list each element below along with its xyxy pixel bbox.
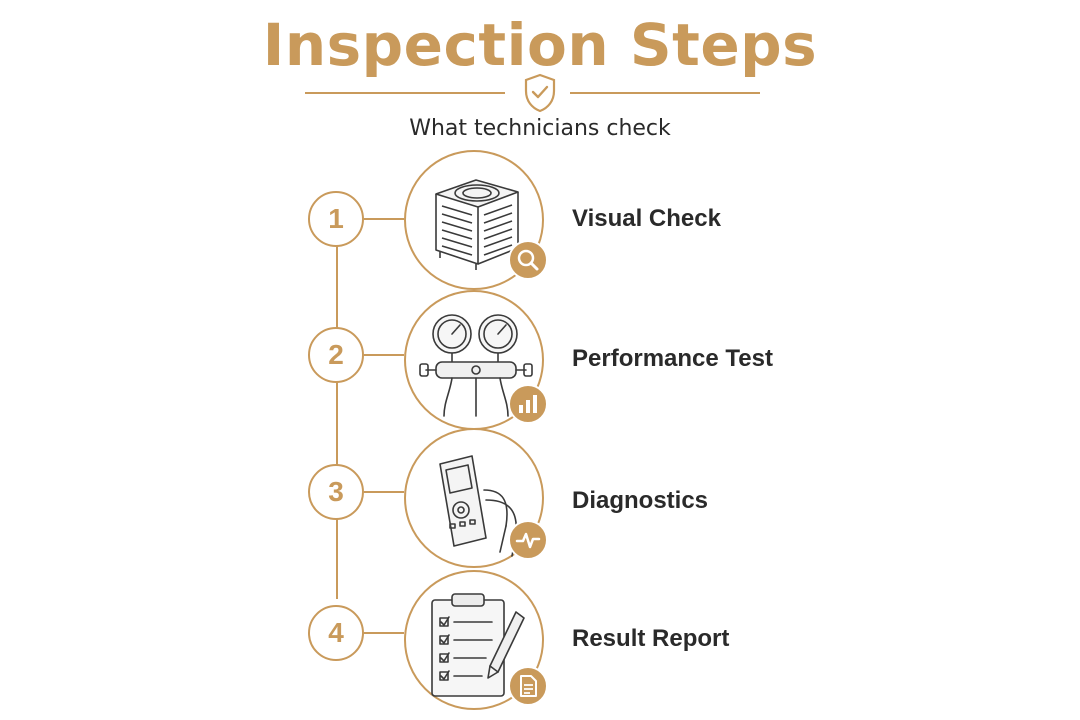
- step-number-4: 4: [308, 605, 364, 661]
- magnifier-icon: [517, 249, 539, 271]
- step-badge-3: [508, 520, 548, 560]
- step-number-2: 2: [308, 327, 364, 383]
- bar-chart-icon: [519, 395, 537, 413]
- document-icon: [520, 675, 537, 697]
- step-badge-4: [508, 666, 548, 706]
- step-badge-2: [508, 384, 548, 424]
- step-connector-4: [364, 632, 404, 634]
- step-number-1: 1: [308, 191, 364, 247]
- step-label-4: Result Report: [572, 625, 730, 652]
- step-connector-1: [364, 218, 404, 220]
- pulse-icon: [515, 532, 541, 549]
- step-badge-1: [508, 240, 548, 280]
- step-illustration-1: [404, 150, 548, 290]
- step-number-3: 3: [308, 464, 364, 520]
- step-label-2: Performance Test: [572, 345, 773, 372]
- step-illustration-4: [404, 570, 548, 710]
- manifold-gauge-illustration: [419, 314, 533, 417]
- page-title: Inspection Steps: [262, 11, 818, 79]
- multimeter-illustration: [439, 455, 518, 557]
- step-label-3: Diagnostics: [572, 487, 709, 514]
- title-divider-right: [570, 92, 760, 94]
- step-connector-3: [364, 491, 404, 493]
- step-label-1: Visual Check: [572, 205, 721, 232]
- shield-check-icon: [524, 73, 556, 113]
- step-illustration-3: [404, 428, 548, 568]
- timeline-connector: [336, 244, 338, 599]
- title-divider-left: [305, 92, 505, 94]
- step-illustration-2: [404, 290, 548, 430]
- page-subtitle: What technicians check: [409, 116, 671, 141]
- clipboard-illustration: [431, 593, 525, 697]
- step-connector-2: [364, 354, 404, 356]
